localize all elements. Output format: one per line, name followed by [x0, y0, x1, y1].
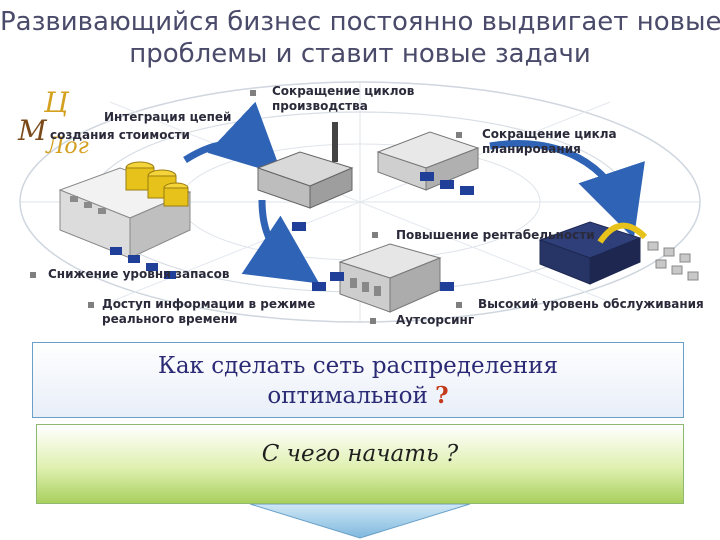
title-line-2: проблемы и ставит новые задачи	[129, 39, 591, 69]
bullet-planning	[456, 132, 462, 138]
start-text: С чего начать ?	[261, 441, 459, 467]
label-outsourcing: Аутсорсинг	[396, 313, 475, 327]
start-box: С чего начать ?	[36, 424, 684, 504]
label-realtime: Доступ информации в режиме реального вре…	[102, 297, 316, 326]
question-box: Как сделать сеть распределения оптимальн…	[32, 342, 684, 418]
truck-2	[128, 255, 140, 263]
truck-3	[146, 263, 158, 271]
supply-chain-illustration	[0, 72, 720, 342]
truck-7	[440, 180, 454, 189]
truck-1	[110, 247, 122, 255]
bullet-service	[456, 302, 462, 308]
truck-8	[460, 186, 474, 195]
logo-letter-2: М	[18, 114, 47, 147]
label-integration-line2: создания стоимости	[50, 128, 190, 142]
label-profitability: Повышение рентабельности	[396, 228, 595, 242]
bullet-realtime	[88, 302, 94, 308]
bullet-inventory	[30, 272, 36, 278]
truck-4	[164, 271, 176, 279]
bullet-cycle-reduction	[250, 90, 256, 96]
retail-building	[538, 221, 648, 285]
distribution-center	[338, 243, 442, 313]
warehouse-top	[376, 131, 480, 191]
label-inventory: Снижение уровня запасов	[48, 267, 230, 281]
logo-letter-1: Ц	[44, 86, 69, 119]
arrow-warehouse-to-retail	[489, 140, 645, 239]
arrow-factory-to-plant	[183, 101, 283, 176]
logo-letter-3: Лог	[46, 134, 89, 159]
truck-11	[440, 282, 454, 291]
question-mark: ?	[435, 382, 449, 409]
plant-center	[256, 122, 354, 209]
bullet-profitability	[372, 232, 378, 238]
truck-5	[292, 222, 306, 231]
label-cycle-reduction: Сокращение циклов производства	[272, 84, 415, 113]
label-service: Высокий уровень обслуживания	[478, 297, 704, 311]
truck-9	[330, 272, 344, 281]
title-line-1: Развивающийся бизнес постоянно выдвигает…	[0, 7, 720, 37]
arrow-plant-to-distribution	[241, 199, 320, 284]
question-line-1: Как сделать сеть распределения	[158, 353, 558, 379]
question-line-2: оптимальной ?	[267, 382, 449, 409]
network-graphic	[19, 81, 701, 323]
truck-fleet	[110, 172, 474, 291]
down-arrow-icon	[250, 504, 470, 539]
small-buildings	[647, 241, 699, 281]
label-integration-line1: Интеграция цепей	[104, 110, 232, 124]
bullet-outsourcing	[370, 318, 376, 324]
label-planning: Сокращение цикла планирования	[482, 127, 617, 156]
truck-6	[420, 172, 434, 181]
truck-10	[312, 282, 326, 291]
slide-title: Развивающийся бизнес постоянно выдвигает…	[0, 6, 720, 70]
factory-left	[58, 161, 192, 259]
